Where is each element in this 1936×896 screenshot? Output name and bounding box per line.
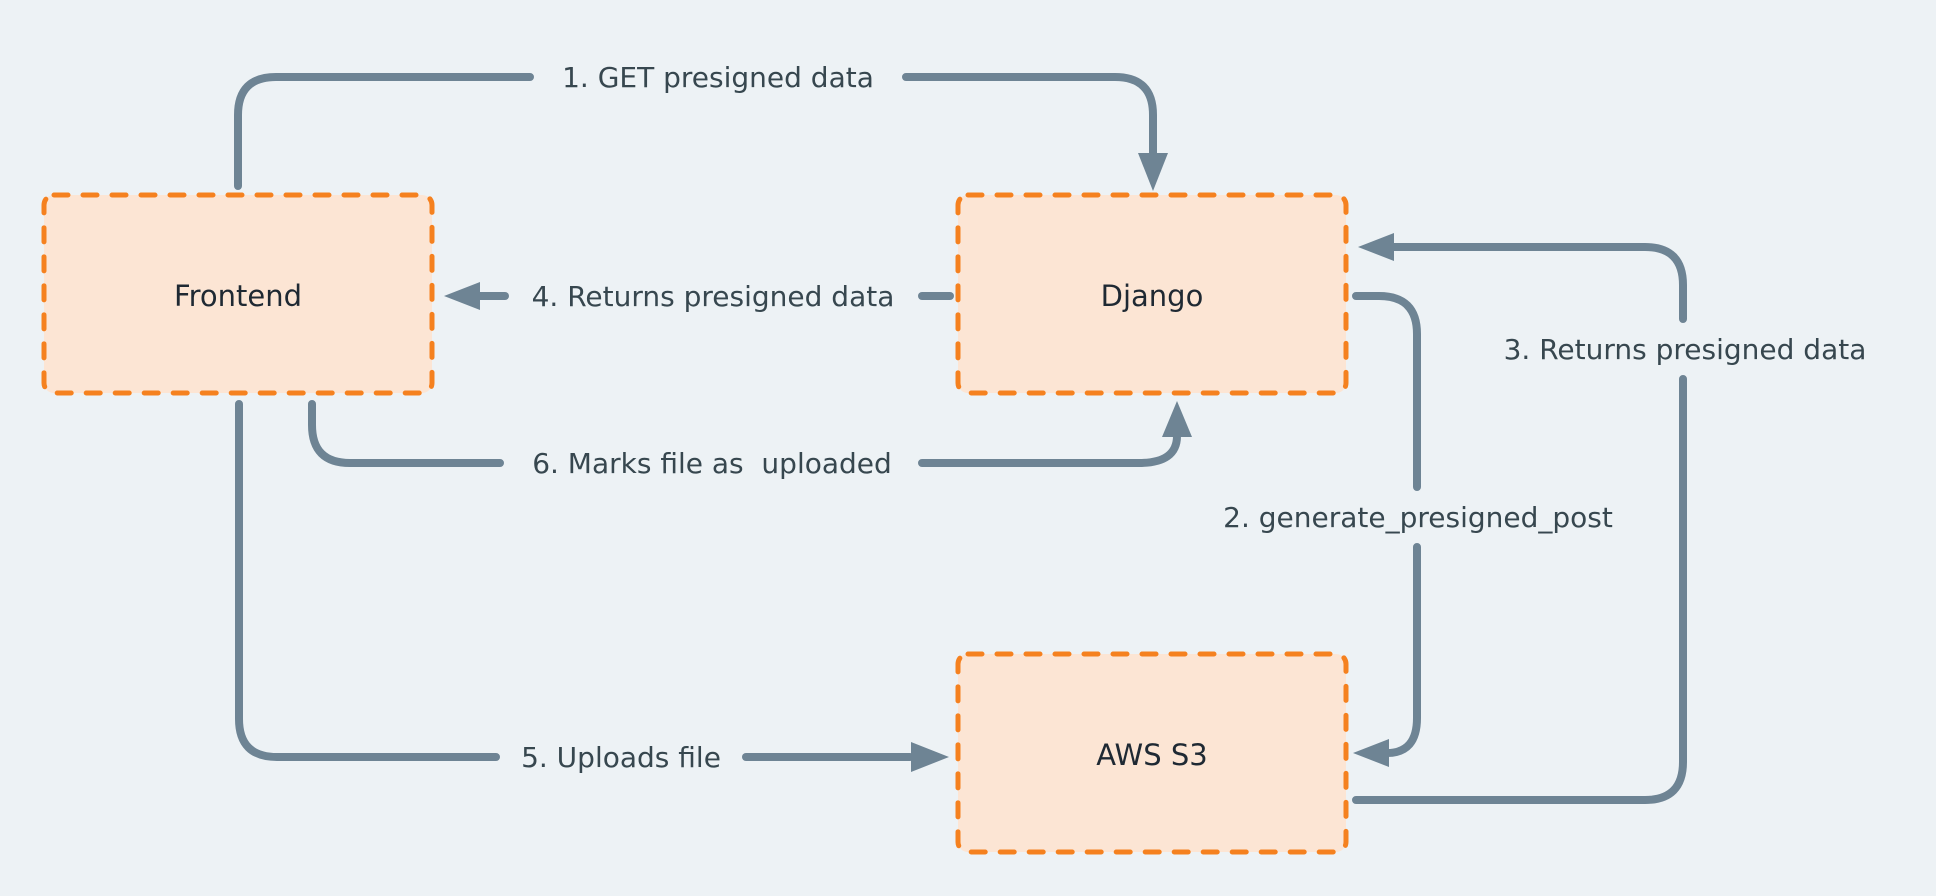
arrow-6-line (308, 400, 504, 467)
arrow-6-label: 6. Marks file as uploaded (532, 447, 892, 480)
arrow-1-line (234, 73, 534, 190)
arrow-frontend-to-s3-uploads: 5. Uploads file (235, 400, 949, 774)
arrow-4-label: 4. Returns presigned data (532, 280, 895, 313)
arrow-2-arrowhead-left-icon (1353, 739, 1389, 767)
node-frontend-box (41, 192, 435, 396)
arrow-3-label: 3. Returns presigned data (1504, 333, 1867, 366)
node-aws-s3: AWS S3 (955, 651, 1349, 855)
arrow-4-arrowhead-left-icon (444, 282, 480, 310)
arrow-2-line (1352, 292, 1421, 491)
arrow-5-arrowhead-right-icon (911, 742, 949, 772)
arrow-5-line (235, 400, 500, 761)
node-aws-s3-label: AWS S3 (1096, 738, 1207, 772)
arrow-1-line (902, 73, 1157, 159)
arrow-s3-to-django-returns: 3. Returns presigned data (1352, 233, 1867, 804)
arrow-6-line (918, 432, 1181, 467)
arrow-1-label: 1. GET presigned data (562, 61, 874, 94)
node-frontend: Frontend (41, 192, 435, 396)
node-django-box (955, 192, 1349, 396)
arrow-2-label: 2. generate_presigned_post (1223, 501, 1613, 534)
arrow-6-arrowhead-up-icon (1162, 401, 1192, 437)
arrow-3-line (1390, 243, 1687, 323)
node-aws-s3-box (955, 651, 1349, 855)
arrow-django-to-s3-generate: 2. generate_presigned_post (1223, 292, 1613, 767)
node-django: Django (955, 192, 1349, 396)
arrow-frontend-to-django-get: 1. GET presigned data (234, 61, 1168, 191)
arrow-django-to-frontend-returns: 4. Returns presigned data (444, 280, 954, 313)
arrow-3-arrowhead-left-icon (1358, 233, 1394, 261)
arrow-3-line (1352, 375, 1687, 804)
arrow-5-label: 5. Uploads file (521, 741, 721, 774)
arrow-2-line (1383, 543, 1421, 757)
arrow-1-arrowhead-down-icon (1138, 153, 1168, 191)
node-django-label: Django (1101, 279, 1204, 313)
node-frontend-label: Frontend (174, 279, 302, 313)
arrow-frontend-to-django-marks: 6. Marks file as uploaded (308, 400, 1192, 480)
